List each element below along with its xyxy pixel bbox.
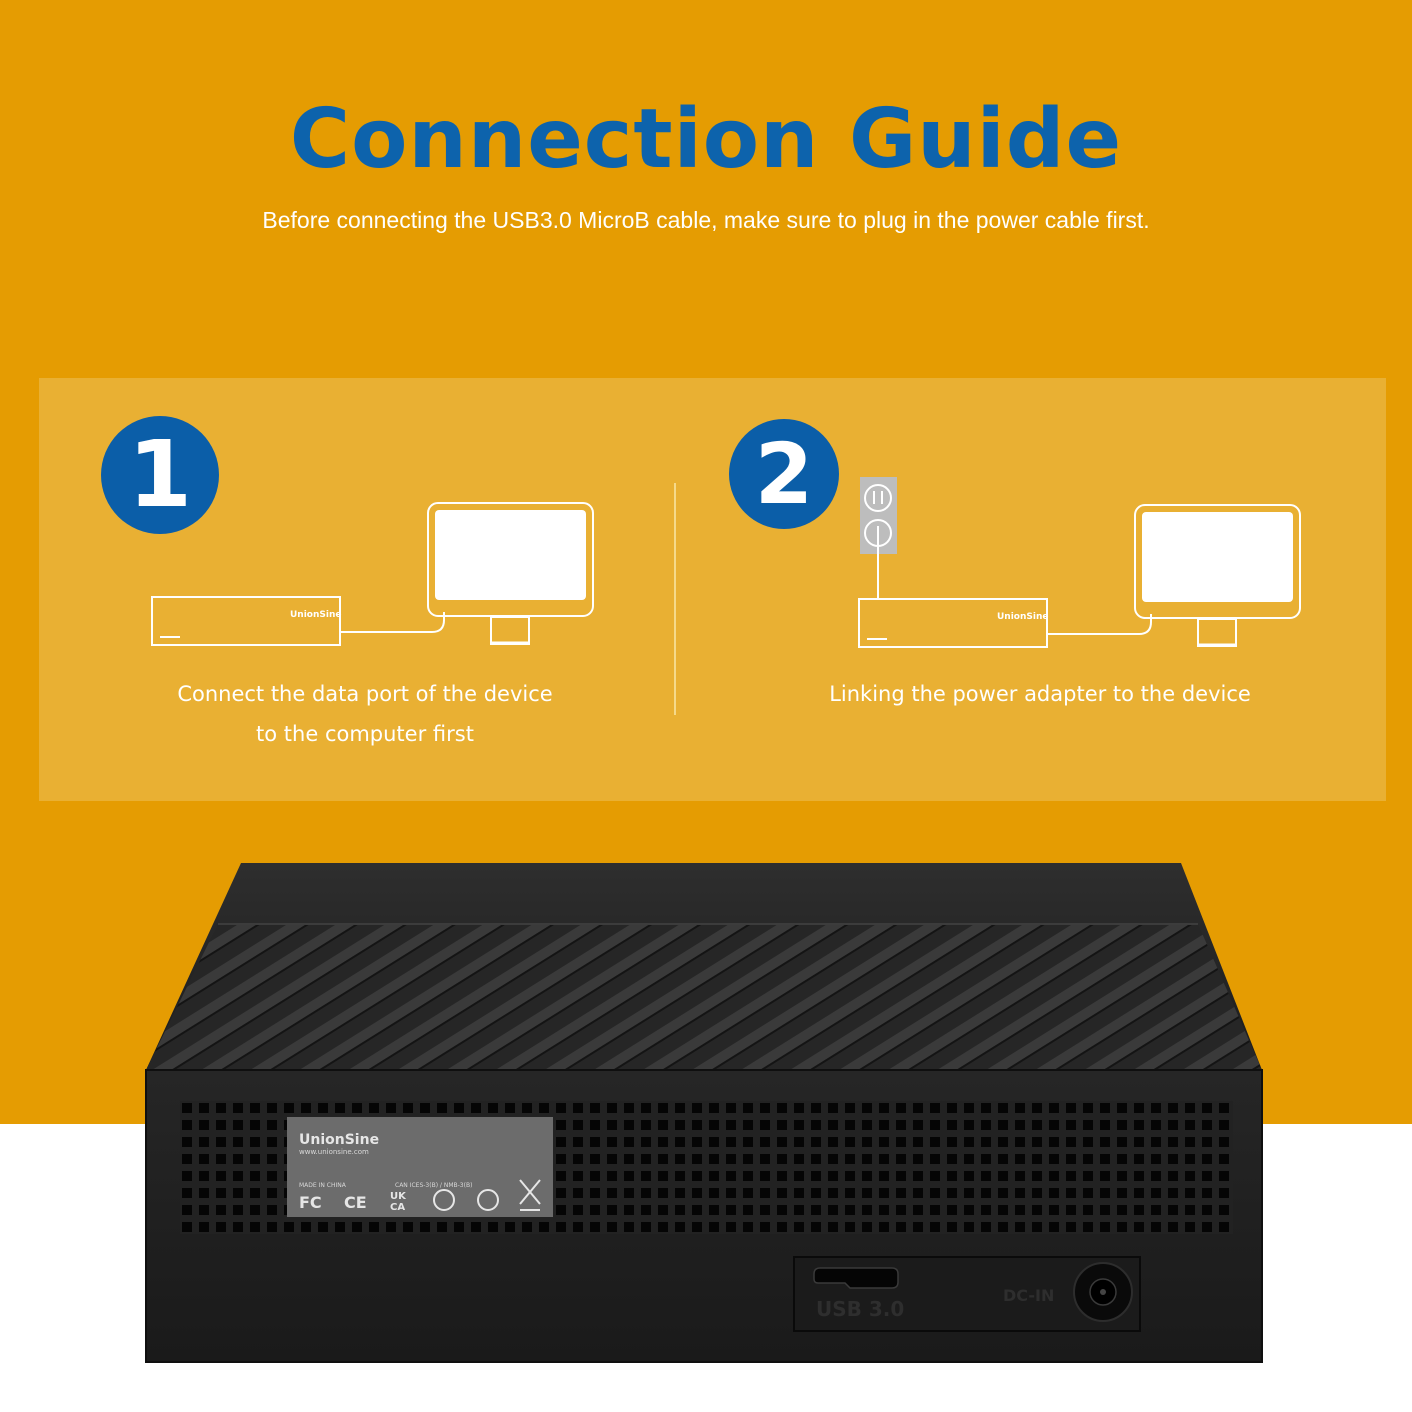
drive-port-panel: USB 3.0 DC-IN [793, 1256, 1141, 1332]
step-2-caption-line1: Linking the power adapter to the device [829, 682, 1251, 706]
step1-drive-icon: UnionSine [151, 596, 341, 646]
step2-outlet-icon [860, 477, 897, 554]
step-1-caption: Connect the data port of the device to t… [140, 674, 590, 754]
dc-in-jack-icon [1073, 1262, 1133, 1322]
svg-text:FC: FC [299, 1193, 322, 1212]
usb-port-label: USB 3.0 [816, 1297, 904, 1321]
step-1-caption-line1: Connect the data port of the device [177, 682, 553, 706]
label-made-in: MADE IN CHINA [299, 1182, 347, 1189]
drive-top-texture [146, 924, 1262, 1070]
steps-divider [674, 483, 676, 715]
step-2-caption: Linking the power adapter to the device [790, 674, 1290, 714]
certification-marks-icon: FC CE UK CA [299, 1179, 541, 1213]
page-subtitle: Before connecting the USB3.0 MicroB cabl… [262, 207, 1150, 233]
step-1-badge: 1 [101, 416, 219, 534]
step1-drive-brand: UnionSine [290, 610, 341, 620]
svg-text:CA: CA [390, 1202, 405, 1213]
step2-drive-brand: UnionSine [997, 612, 1048, 622]
svg-text:CE: CE [344, 1193, 367, 1212]
step2-monitor-icon [1134, 504, 1301, 647]
dc-port-label: DC-IN [1003, 1286, 1054, 1305]
svg-text:UK: UK [390, 1191, 407, 1202]
label-url: www.unionsine.com [299, 1148, 369, 1156]
step1-monitor-icon [427, 502, 594, 645]
step2-cable [1047, 614, 1152, 635]
step1-cable [340, 612, 445, 633]
step-2-badge: 2 [729, 419, 839, 529]
page-title: Connection Guide [289, 92, 1123, 187]
label-brand: UnionSine [299, 1132, 379, 1148]
label-compliance: CAN ICES-3(B) / NMB-3(B) [395, 1182, 472, 1189]
usb-micro-b-port-icon [813, 1267, 899, 1289]
step2-drive-icon: UnionSine [858, 598, 1048, 648]
drive-label-sticker: UnionSine www.unionsine.com MADE IN CHIN… [287, 1117, 553, 1217]
step-1-caption-line2: to the computer first [256, 722, 474, 746]
